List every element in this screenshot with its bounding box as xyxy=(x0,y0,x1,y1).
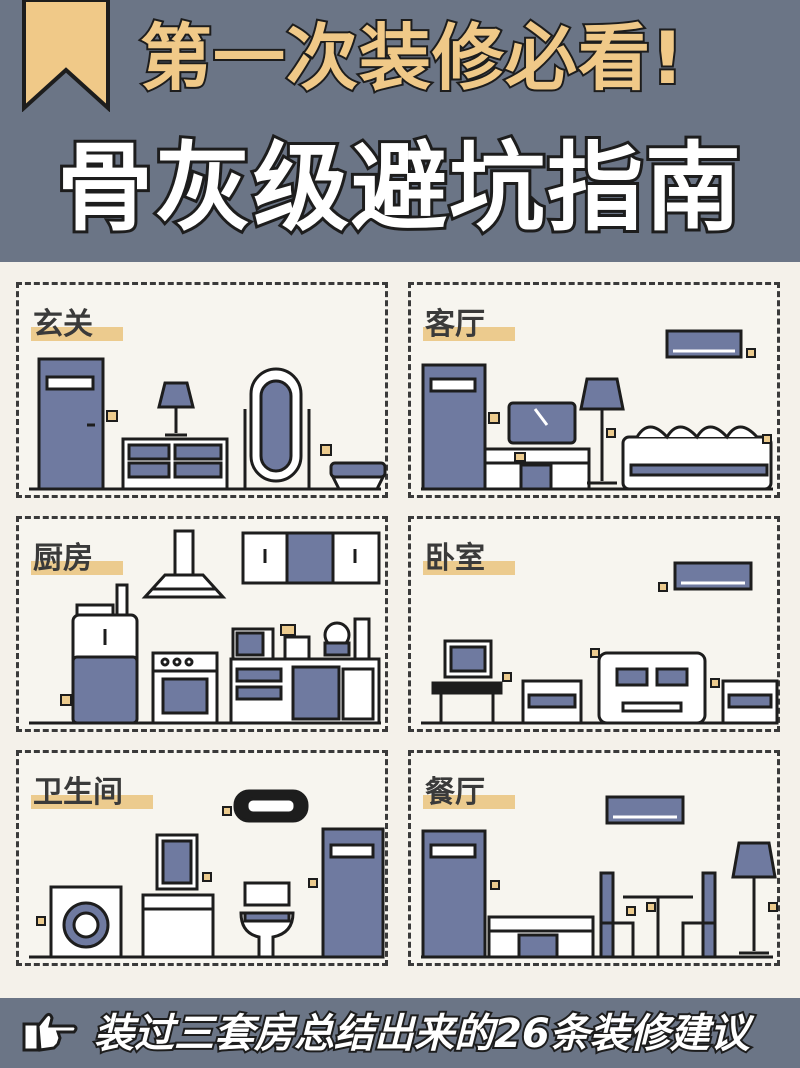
room-label: 厨房 xyxy=(31,533,123,577)
room-label: 客厅 xyxy=(423,299,515,343)
room-panel-bathroom: 卫生间 xyxy=(16,750,388,966)
title-line-1: 第一次装修必看! xyxy=(138,14,686,102)
room-panel-kitchen: 厨房 xyxy=(16,516,388,732)
footer-text: 装过三套房总结出来的26条装修建议 xyxy=(92,1009,752,1059)
bathroom-illustration xyxy=(29,789,385,959)
room-label: 玄关 xyxy=(31,299,123,343)
room-panel-entrance: 玄关 xyxy=(16,282,388,498)
bookmark-icon xyxy=(22,0,110,112)
room-label: 卧室 xyxy=(423,533,515,577)
title-line-2: 骨灰级避坑指南 xyxy=(54,129,744,247)
kitchen-illustration xyxy=(29,529,381,725)
room-panel-dining-room: 餐厅 xyxy=(408,750,780,966)
footer-banner: 装过三套房总结出来的26条装修建议 xyxy=(0,998,800,1068)
living-room-illustration xyxy=(421,329,773,491)
entrance-illustration xyxy=(29,357,387,491)
room-label: 卫生间 xyxy=(31,767,153,811)
room-panel-living-room: 客厅 xyxy=(408,282,780,498)
pointing-hand-icon xyxy=(22,1012,78,1052)
bedroom-illustration xyxy=(421,561,779,725)
room-label: 餐厅 xyxy=(423,767,515,811)
header-banner: 第一次装修必看! 骨灰级避坑指南 xyxy=(0,0,800,262)
dining-room-illustration xyxy=(421,795,778,959)
room-panel-bedroom: 卧室 xyxy=(408,516,780,732)
